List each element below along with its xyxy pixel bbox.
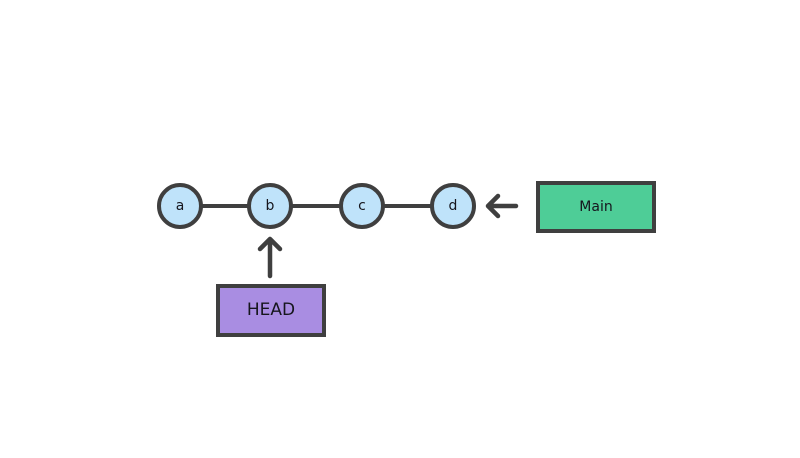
arrow-left-icon [485, 193, 519, 219]
main-branch-box: Main [536, 181, 656, 233]
main-branch-label: Main [579, 199, 613, 215]
head-label: HEAD [246, 300, 296, 320]
commit-node-label: d [448, 198, 458, 214]
commit-node-b: b [247, 183, 293, 229]
commit-node-d: d [430, 183, 476, 229]
commit-node-label: c [358, 198, 366, 214]
arrow-up-icon [257, 236, 283, 279]
commit-edge-line [180, 204, 453, 208]
commit-node-label: a [175, 198, 185, 214]
commit-node-label: b [265, 198, 275, 214]
head-box: HEAD [216, 284, 326, 337]
commit-node-c: c [339, 183, 385, 229]
commit-node-a: a [157, 183, 203, 229]
